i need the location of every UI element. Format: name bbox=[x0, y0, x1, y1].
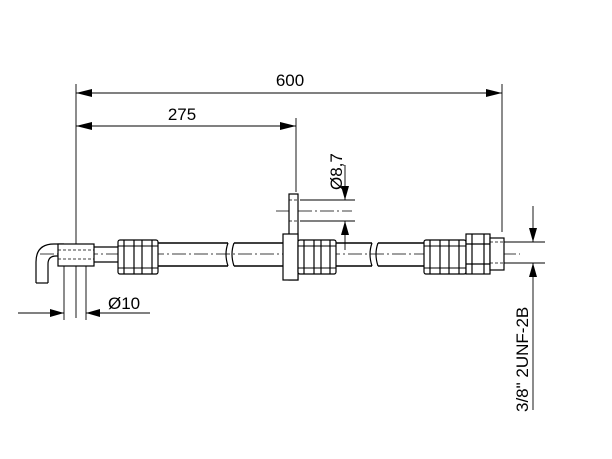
dimension-overall-length: 600 bbox=[75, 71, 503, 318]
dimension-bracket-position: 275 bbox=[76, 105, 297, 192]
dimension-thread-spec: 3/8" 2UNF-2B bbox=[492, 206, 545, 412]
hose-section-right bbox=[336, 242, 424, 267]
right-threaded-fitting bbox=[465, 233, 505, 275]
end-fitting-label: Ø10 bbox=[108, 294, 140, 313]
overall-length-label: 600 bbox=[276, 71, 304, 90]
dimension-bracket-hole: Ø8,7 bbox=[300, 153, 355, 250]
bracket-hole-label: Ø8,7 bbox=[327, 153, 346, 190]
thread-spec-label: 3/8" 2UNF-2B bbox=[513, 307, 532, 412]
left-elbow-fitting bbox=[35, 243, 118, 284]
hose-crimp-right bbox=[423, 239, 467, 275]
hose-crimp-middle bbox=[297, 239, 337, 275]
dimension-end-fitting: Ø10 bbox=[18, 266, 150, 320]
bracket-position-label: 275 bbox=[168, 105, 196, 124]
hose-section-left bbox=[158, 242, 292, 267]
mounting-bracket bbox=[282, 193, 299, 281]
hose-crimp-left bbox=[117, 239, 159, 275]
